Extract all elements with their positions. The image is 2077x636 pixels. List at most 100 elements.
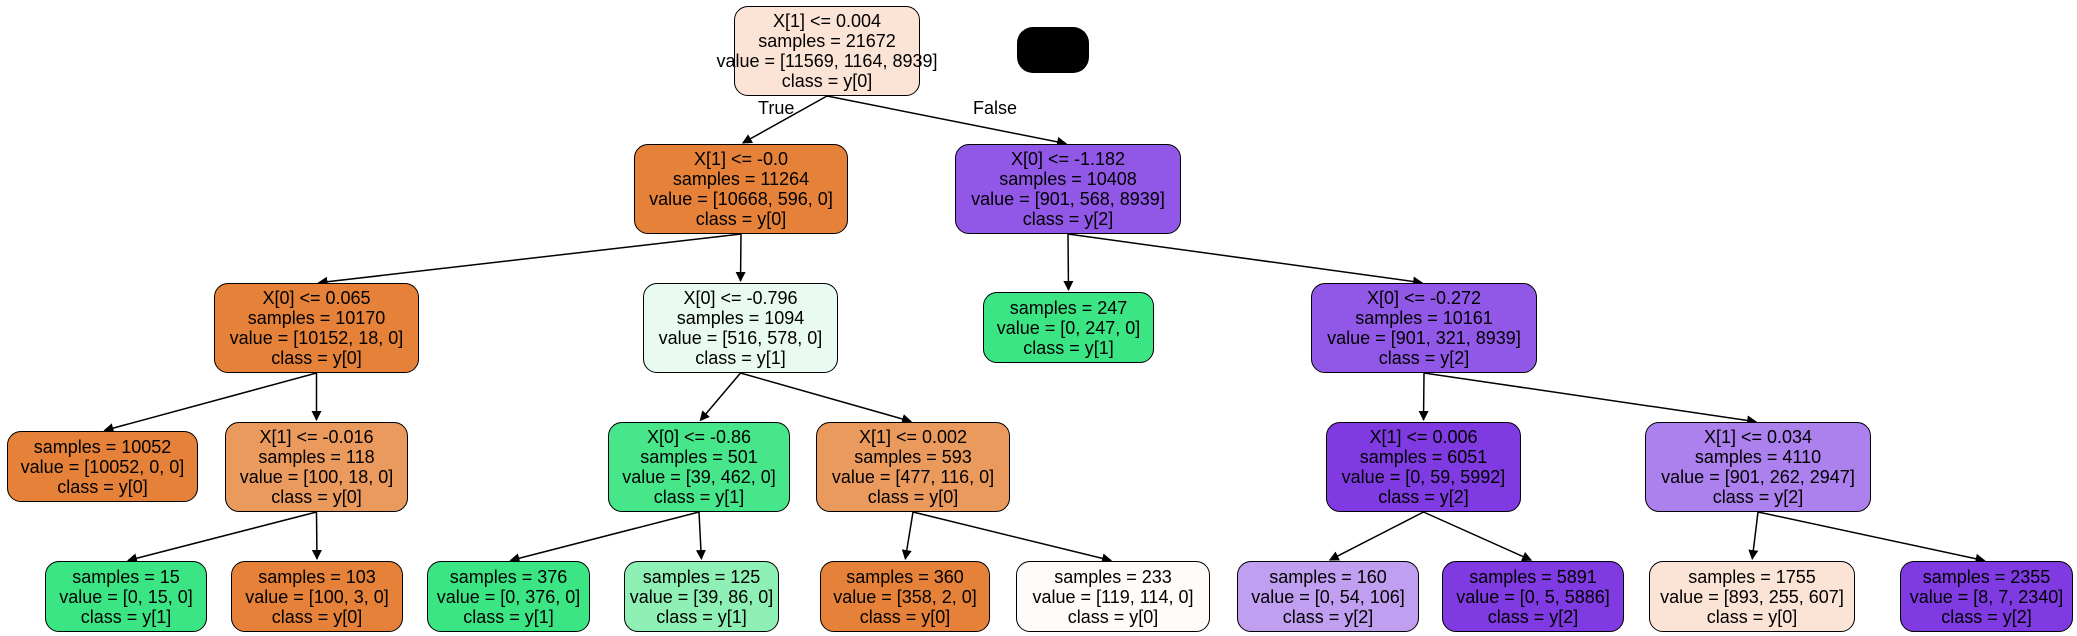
node-text-line: class = y[1] <box>80 606 172 627</box>
node-text-line: class = y[1] <box>1023 337 1114 358</box>
node-text-line: class = y[0] <box>271 606 363 627</box>
node-text-line: value = [901, 321, 8939] <box>1327 328 1521 348</box>
node-text-line: value = [10152, 18, 0] <box>229 328 404 348</box>
node-text-line: class = y[2] <box>1941 606 2032 627</box>
node-text-line: value = [0, 247, 0] <box>996 317 1141 338</box>
tree-edge-n12-n21 <box>1748 511 1759 561</box>
node-text-line: X[0] <= -1.182 <box>1010 149 1126 169</box>
tree-edge-n10-n18 <box>912 511 1113 564</box>
redaction-box <box>1017 27 1089 73</box>
node-text-line: samples = 160 <box>1269 566 1387 587</box>
node-text-line: class = y[2] <box>1487 606 1579 627</box>
node-text-line: X[0] <= -0.272 <box>1366 288 1482 308</box>
tree-edge-n10-n17 <box>901 511 914 561</box>
node-text-line: samples = 10052 <box>33 436 172 457</box>
node-text-line: class = y[0] <box>781 71 873 91</box>
tree-edges <box>103 95 1986 564</box>
node-text-line: value = [100, 18, 0] <box>239 467 394 487</box>
node-text-line: samples = 5891 <box>1469 566 1597 587</box>
tree-edge-n1-n3 <box>317 233 742 287</box>
node-text-line: value = [477, 116, 0] <box>831 467 995 487</box>
node-text-line: samples = 1755 <box>1688 566 1816 587</box>
node-text-line: samples = 21672 <box>758 31 896 51</box>
node-text-line: class = y[0] <box>1067 606 1159 627</box>
tree-edge-n11-n20 <box>1423 511 1533 562</box>
node-text-line: class = y[0] <box>859 606 951 627</box>
node-text-line: samples = 4110 <box>1694 447 1822 467</box>
tree-edge-n3-n7 <box>103 372 317 433</box>
node-text-line: value = [8, 7, 2340] <box>1909 586 2064 607</box>
node-text-line: value = [358, 2, 0] <box>833 586 977 607</box>
node-text-line: value = [100, 3, 0] <box>245 586 389 607</box>
node-text-line: samples = 125 <box>642 566 761 587</box>
node-text-line: samples = 2355 <box>1922 566 2051 587</box>
node-text-line: samples = 10408 <box>999 169 1137 189</box>
node-text-line: value = [0, 15, 0] <box>59 586 193 607</box>
node-text-line: class = y[1] <box>463 606 554 627</box>
node-text-line: value = [893, 255, 607] <box>1660 586 1844 607</box>
node-text-line: value = [11569, 1164, 8939] <box>716 51 938 71</box>
node-text-line: samples = 593 <box>854 447 972 467</box>
node-text-line: class = y[2] <box>1022 209 1114 229</box>
node-text-line: value = [0, 376, 0] <box>436 586 581 607</box>
node-text-line: samples = 247 <box>1009 297 1128 318</box>
node-text-line: X[0] <= -0.86 <box>646 427 752 447</box>
node-text-line: value = [10052, 0, 0] <box>20 456 185 477</box>
node-text-line: samples = 6051 <box>1359 447 1488 467</box>
tree-edge-n6-n12 <box>1423 372 1758 426</box>
node-text-line: class = y[0] <box>271 348 362 368</box>
node-text-line: X[1] <= -0.016 <box>259 427 374 447</box>
node-text-line: class = y[2] <box>1712 487 1804 507</box>
tree-edge-n8-n13 <box>126 511 317 564</box>
node-text-line: samples = 1094 <box>676 308 805 328</box>
node-text-line: class = y[0] <box>57 476 148 497</box>
node-text-line: value = [0, 5, 5886] <box>1456 586 1610 607</box>
node-text-line: X[0] <= 0.065 <box>262 288 371 308</box>
node-text-line: samples = 15 <box>72 566 180 587</box>
tree-edge-n9-n16 <box>695 511 706 561</box>
node-text-line: class = y[0] <box>271 487 362 507</box>
tree-edge-n4-n9 <box>699 372 742 422</box>
tree-edge-n4-n10 <box>740 372 913 424</box>
node-text-line: X[0] <= -0.796 <box>683 288 798 308</box>
node-text-line: value = [119, 114, 0] <box>1032 586 1194 607</box>
node-text-line: class = y[1] <box>653 487 745 507</box>
node-text-line: X[1] <= 0.002 <box>858 427 968 447</box>
node-text-line: X[1] <= 0.004 <box>772 11 882 31</box>
node-text-line: value = [0, 54, 106] <box>1251 586 1405 607</box>
node-text-line: value = [0, 59, 5992] <box>1341 467 1506 487</box>
node-text-line: X[1] <= 0.034 <box>1703 427 1813 447</box>
edge-label-false: False <box>973 98 1018 118</box>
node-text-line: class = y[2] <box>1378 487 1469 507</box>
node-text-line: class = y[1] <box>656 606 747 627</box>
node-text-line: X[1] <= 0.006 <box>1369 427 1478 447</box>
node-text-line: class = y[2] <box>1282 606 1374 627</box>
node-text-line: samples = 360 <box>846 566 964 587</box>
node-text-line: value = [10668, 596, 0] <box>649 189 833 209</box>
node-text-line: samples = 501 <box>640 447 758 467</box>
node-text-line: samples = 376 <box>449 566 568 587</box>
edge-label-true: True <box>758 98 795 118</box>
node-text-line: class = y[1] <box>695 348 786 368</box>
node-text-line: samples = 103 <box>258 566 376 587</box>
node-text-line: samples = 233 <box>1054 566 1172 587</box>
node-text-line: value = [39, 462, 0] <box>622 467 776 487</box>
tree-edge-n12-n22 <box>1757 511 1986 564</box>
node-text-line: value = [901, 262, 2947] <box>1661 467 1855 487</box>
